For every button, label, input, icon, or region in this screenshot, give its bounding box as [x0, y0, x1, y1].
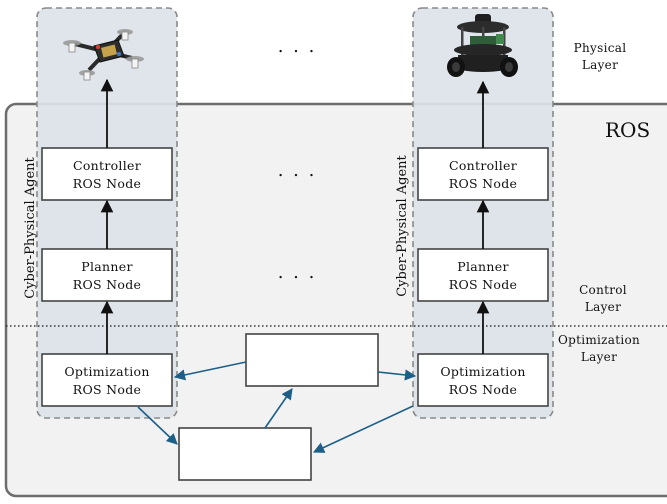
communication-box-top — [245, 333, 379, 387]
left-controller-node — [41, 147, 173, 201]
right-planner-node — [417, 248, 549, 302]
right-optimization-node — [417, 353, 549, 407]
svg-text:ROS Node: ROS Node — [449, 176, 517, 191]
ellipsis-planner: . . . — [278, 262, 317, 283]
svg-text:Optimization: Optimization — [64, 364, 149, 379]
ros-label: ROS — [605, 118, 650, 142]
right-controller-node — [417, 147, 549, 201]
left-optimization-node — [41, 353, 173, 407]
quadcopter-drone-icon — [63, 29, 144, 81]
svg-text:ROS Node: ROS Node — [449, 277, 517, 292]
svg-text:Controller: Controller — [73, 158, 141, 173]
left-planner-node — [41, 248, 173, 302]
ellipsis-physical: . . . — [278, 36, 317, 57]
svg-text:Layer: Layer — [581, 350, 617, 364]
svg-text:Controller: Controller — [449, 158, 517, 173]
svg-text:ROS Node: ROS Node — [73, 176, 141, 191]
arrow-bottom-box-to-top-box — [264, 388, 293, 429]
arrow-right-opt-to-bottom-box — [312, 405, 414, 453]
agent-label-left: Cyber-Physical Agent — [23, 156, 38, 298]
svg-text:Optimization: Optimization — [558, 333, 640, 347]
svg-text:Physical: Physical — [574, 41, 627, 55]
svg-text:Control: Control — [579, 283, 627, 297]
arrow-top-box-to-left-opt — [173, 361, 247, 381]
svg-text:Planner: Planner — [81, 259, 132, 274]
svg-text:ROS Node: ROS Node — [73, 277, 141, 292]
svg-text:Layer: Layer — [582, 58, 618, 72]
arrow-top-box-to-right-opt — [377, 369, 417, 381]
svg-text:Layer: Layer — [585, 300, 621, 314]
optimization-layer-label: Optimization Layer — [558, 333, 640, 364]
ellipsis-controller: . . . — [278, 160, 317, 181]
agent-label-right: Cyber-Physical Agent — [395, 154, 410, 296]
svg-text:ROS Node: ROS Node — [449, 382, 517, 397]
physical-layer-label: Physical Layer — [574, 41, 627, 72]
svg-text:Optimization: Optimization — [440, 364, 525, 379]
communication-box-bottom — [178, 427, 312, 481]
ground-robot-icon — [447, 14, 518, 77]
svg-text:ROS Node: ROS Node — [73, 382, 141, 397]
control-layer-label: Control Layer — [579, 283, 627, 314]
svg-text:Planner: Planner — [457, 259, 508, 274]
arrow-left-opt-to-bottom-box — [137, 406, 178, 445]
